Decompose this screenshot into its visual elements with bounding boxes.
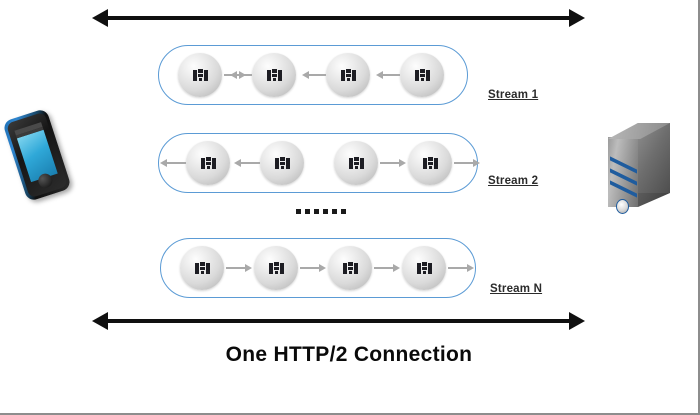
frame-node <box>400 53 444 97</box>
frame-arrow-right-icon <box>300 263 326 273</box>
phone-bezel <box>5 111 69 199</box>
frame-node <box>178 53 222 97</box>
frame-node <box>408 141 452 185</box>
frame-node <box>326 53 370 97</box>
frame-arrow-left-icon <box>234 158 260 168</box>
server-tower-icon <box>608 123 670 214</box>
frame-node <box>180 246 224 290</box>
arrow-shaft <box>106 319 571 323</box>
arrow-head-left-icon <box>92 312 108 330</box>
frame-node <box>254 246 298 290</box>
frame-node <box>328 246 372 290</box>
stream-capsule <box>160 238 476 298</box>
smartphone-icon <box>2 107 72 203</box>
bottom-connection-arrow <box>92 312 585 330</box>
http2-frame-icon <box>274 157 290 169</box>
stream-row-1 <box>158 45 468 105</box>
arrow-head-left-icon <box>92 9 108 27</box>
server-power-led <box>616 199 629 214</box>
stream-capsule <box>158 45 468 105</box>
frame-arrow-left-icon <box>230 70 252 80</box>
stream-label-1: Stream 1 <box>488 89 539 101</box>
http2-frame-icon <box>266 69 282 81</box>
server-front-face <box>608 137 638 214</box>
http2-frame-icon <box>342 262 358 274</box>
stream-label-2: Stream 2 <box>488 175 539 187</box>
http2-frame-icon <box>192 69 208 81</box>
http2-frame-icon <box>194 262 210 274</box>
frame-node <box>252 53 296 97</box>
http2-frame-icon <box>340 69 356 81</box>
http2-frame-icon <box>416 262 432 274</box>
http2-frame-icon <box>348 157 364 169</box>
frame-node <box>402 246 446 290</box>
phone-body <box>2 107 72 203</box>
stream-row-2 <box>158 133 480 193</box>
frame-arrow-left-icon <box>302 70 326 80</box>
ellipsis-indicator <box>296 209 346 214</box>
frame-node <box>260 141 304 185</box>
arrow-shaft <box>106 16 571 20</box>
stream-label-n: Stream N <box>490 283 543 295</box>
http2-frame-icon <box>422 157 438 169</box>
frame-arrow-right-icon <box>454 158 480 168</box>
arrow-head-right-icon <box>569 9 585 27</box>
http2-frame-icon <box>200 157 216 169</box>
frame-arrow-right-icon <box>226 263 252 273</box>
http2-frame-icon <box>414 69 430 81</box>
stream-row-n <box>160 238 476 298</box>
phone-screen <box>15 126 58 183</box>
frame-arrow-left-icon <box>160 158 186 168</box>
http2-frame-icon <box>268 262 284 274</box>
frame-node <box>334 141 378 185</box>
arrow-head-right-icon <box>569 312 585 330</box>
frame-arrow-right-icon <box>448 263 474 273</box>
frame-arrow-right-icon <box>380 158 406 168</box>
frame-node <box>186 141 230 185</box>
frame-arrow-right-icon <box>374 263 400 273</box>
diagram-title: One HTTP/2 Connection <box>225 343 473 366</box>
top-connection-arrow <box>92 9 585 27</box>
server-side-bottom <box>638 193 670 207</box>
frame-arrow-left-icon <box>376 70 400 80</box>
